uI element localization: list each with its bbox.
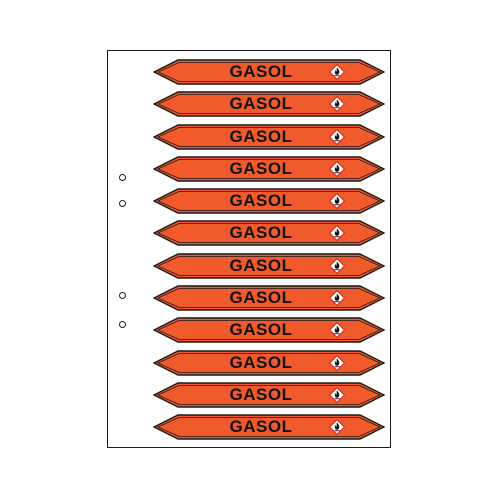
flammable-hazard-icon [329, 354, 345, 371]
pipe-marker-label: GASOL [153, 382, 385, 408]
pipe-marker-label: GASOL [153, 317, 385, 344]
pipe-marker-label: GASOL [153, 59, 385, 85]
flammable-hazard-icon [329, 419, 345, 436]
punch-hole [119, 321, 126, 328]
double-arrow-shape [153, 253, 385, 279]
flammable-hazard-icon [329, 322, 345, 339]
flammable-hazard-icon [329, 225, 345, 242]
double-arrow-shape [153, 317, 385, 344]
double-arrow-shape [153, 156, 385, 182]
pipe-marker-label: GASOL [153, 156, 385, 182]
double-arrow-shape [153, 220, 385, 247]
pipe-marker-label: GASOL [153, 414, 385, 440]
pipe-marker-label: GASOL [153, 220, 385, 247]
flammable-hazard-icon [329, 290, 345, 307]
pipe-marker-label: GASOL [153, 188, 385, 214]
pipe-marker-list: GASOL GASOL GASOL GASOL GASOL GASOL GASOL GASOL… [153, 59, 385, 447]
punch-hole [119, 200, 126, 207]
double-arrow-shape [153, 414, 385, 440]
flammable-hazard-icon [329, 160, 345, 177]
double-arrow-shape [153, 188, 385, 214]
flammable-hazard-icon [329, 193, 345, 210]
pipe-marker-label: GASOL [153, 91, 385, 117]
punch-hole [119, 174, 126, 181]
flammable-hazard-icon [329, 96, 345, 113]
double-arrow-shape [153, 349, 385, 376]
double-arrow-shape [153, 59, 385, 85]
double-arrow-shape [153, 91, 385, 117]
punch-hole [119, 292, 126, 299]
double-arrow-shape [153, 123, 385, 150]
pipe-marker-label: GASOL [153, 349, 385, 376]
flammable-hazard-icon [329, 64, 345, 80]
flammable-hazard-icon [329, 386, 345, 403]
flammable-hazard-icon [329, 128, 345, 145]
double-arrow-shape [153, 285, 385, 311]
pipe-marker-label: GASOL [153, 123, 385, 150]
flammable-hazard-icon [329, 257, 345, 274]
pipe-marker-label: GASOL [153, 285, 385, 311]
double-arrow-shape [153, 382, 385, 408]
pipe-marker-label: GASOL [153, 253, 385, 279]
